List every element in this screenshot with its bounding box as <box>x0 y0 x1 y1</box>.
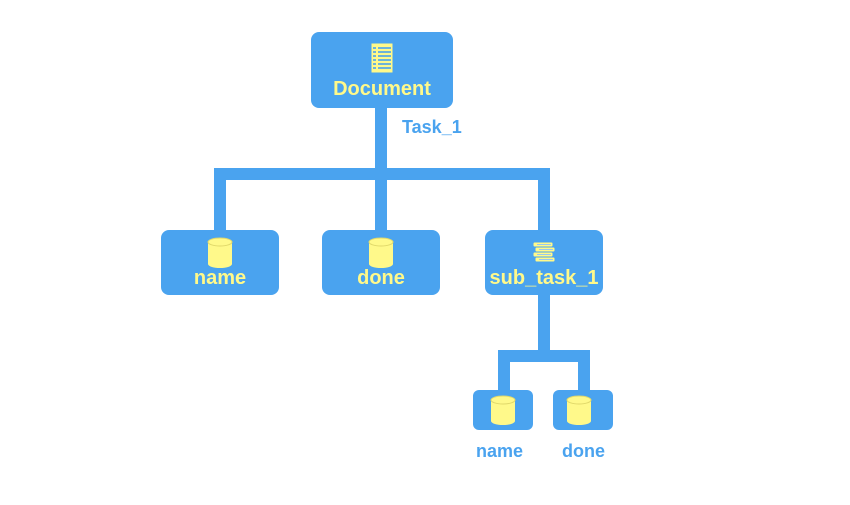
connector-drop-sub-name <box>498 350 510 394</box>
connector-document-trunk <box>375 106 387 180</box>
done-node[interactable]: done <box>322 230 440 295</box>
database-icon <box>566 395 592 425</box>
name-node[interactable]: name <box>161 230 279 295</box>
connector-subtask-trunk <box>538 292 550 360</box>
connector-drop-name <box>214 168 226 232</box>
sub-name-node[interactable] <box>473 390 533 430</box>
done-node-label: done <box>357 267 405 289</box>
task-1-label: Task_1 <box>402 117 462 137</box>
connector-drop-subtask <box>538 168 550 232</box>
sub-task-1-node-label: sub_task_1 <box>489 267 599 289</box>
connector-drop-done <box>375 168 387 232</box>
connector-lower-bar <box>498 350 590 362</box>
connector-drop-sub-done <box>578 350 590 394</box>
sub-done-label: done <box>562 441 605 461</box>
sub-done-node[interactable] <box>553 390 613 430</box>
document-node[interactable]: Document <box>311 32 453 108</box>
document-node-label: Document <box>333 78 431 100</box>
book-stack-icon <box>532 241 556 263</box>
name-node-label: name <box>193 267 247 289</box>
database-icon <box>207 237 233 268</box>
database-icon <box>368 237 394 268</box>
document-icon <box>370 42 394 74</box>
database-icon <box>490 395 516 425</box>
sub-name-label: name <box>476 441 524 461</box>
sub-task-1-node[interactable]: sub_task_1 <box>485 230 603 295</box>
